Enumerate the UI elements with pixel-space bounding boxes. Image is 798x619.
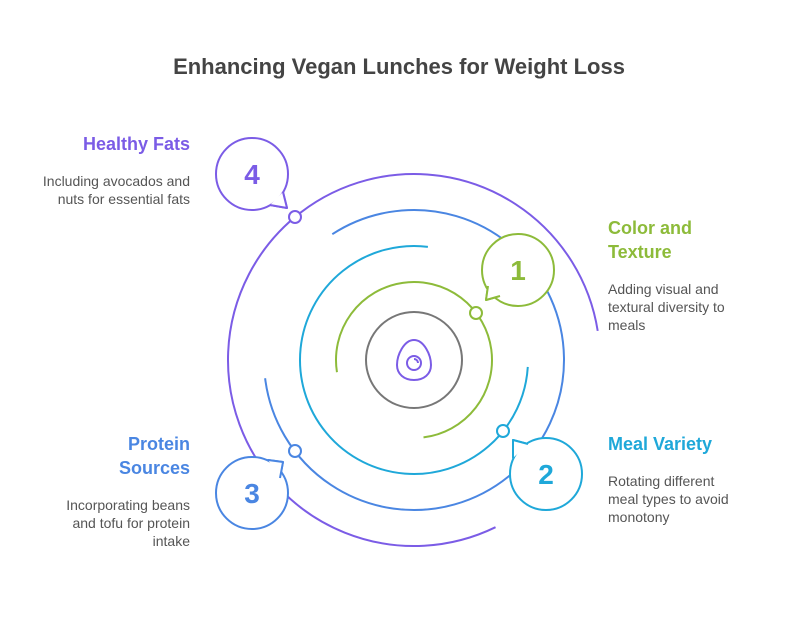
- desc-color-texture: Adding visual and textural diversity to …: [608, 281, 725, 333]
- heading-healthy-fats: Healthy Fats: [82, 134, 190, 154]
- bubble-tail-fill: [268, 460, 283, 478]
- orbit-arc-protein-sources: [264, 209, 565, 511]
- avocado-icon: [395, 338, 433, 382]
- bubble-tail-outline: [269, 191, 288, 209]
- orbit-dot-color-texture: [469, 306, 483, 320]
- step-number-healthy-fats: 4: [244, 159, 260, 190]
- heading-protein-sources: Protein Sources: [118, 434, 190, 478]
- orbit-arc-healthy-fats: [227, 173, 599, 547]
- desc-protein-sources: Incorporating beans and tofu for protein…: [66, 497, 190, 549]
- desc-healthy-fats: Including avocados and nuts for essentia…: [42, 173, 190, 207]
- step-number-color-texture: 1: [510, 255, 526, 286]
- heading-color-texture: Color and Texture: [608, 218, 692, 262]
- orbit-arc-color-texture: [335, 281, 493, 439]
- bubble-tail-outline: [512, 439, 529, 458]
- number-bubble-meal-variety: [509, 437, 583, 511]
- step-number-protein-sources: 3: [244, 478, 260, 509]
- bubble-tail-outline: [267, 459, 284, 479]
- number-bubble-color-texture: [481, 233, 555, 307]
- number-bubble-healthy-fats: [215, 137, 289, 211]
- center-circle: [365, 311, 463, 409]
- orbit-dot-protein-sources: [288, 444, 302, 458]
- orbit-dot-meal-variety: [496, 424, 510, 438]
- desc-meal-variety: Rotating different meal types to avoid m…: [608, 473, 729, 525]
- bubble-tail-outline: [485, 285, 501, 301]
- bubble-tail-fill: [270, 192, 287, 208]
- step-number-meal-variety: 2: [538, 459, 554, 490]
- orbit-arc-meal-variety: [299, 245, 529, 475]
- heading-meal-variety: Meal Variety: [608, 434, 713, 454]
- diagram-title: Enhancing Vegan Lunches for Weight Loss: [173, 54, 625, 79]
- number-bubble-protein-sources: [215, 456, 289, 530]
- orbit-dot-healthy-fats: [288, 210, 302, 224]
- bubble-tail-fill: [513, 440, 528, 458]
